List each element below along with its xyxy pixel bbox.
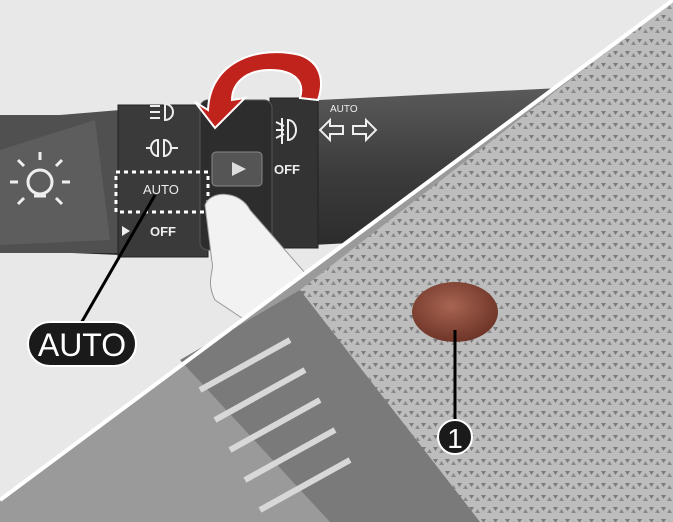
fog-off-label: OFF <box>274 162 300 177</box>
lever-auto-label: AUTO <box>143 182 179 197</box>
auto-callout-label: AUTO <box>38 327 126 363</box>
high-beam-icon <box>150 102 174 122</box>
rotate-arrow-icon <box>194 51 322 130</box>
turn-signal-arrows-icon <box>318 117 378 143</box>
lever-off-label: OFF <box>150 224 176 239</box>
play-icon <box>232 162 246 176</box>
auto-light-sensor <box>412 282 498 342</box>
fog-light-icon <box>275 118 297 144</box>
speaker-grille <box>300 0 673 522</box>
auto-callout-badge <box>27 321 137 367</box>
light-bulb-icon <box>10 152 70 206</box>
air-vent <box>180 290 480 522</box>
parking-light-icon <box>146 138 178 158</box>
auto-callout-line <box>78 194 157 326</box>
turn-auto-label: AUTO <box>330 104 358 115</box>
auto-highlight-box <box>114 170 210 214</box>
pointer-icon <box>122 226 130 236</box>
sensor-callout-badge <box>437 419 473 455</box>
sensor-callout-number: 1 <box>447 423 463 454</box>
